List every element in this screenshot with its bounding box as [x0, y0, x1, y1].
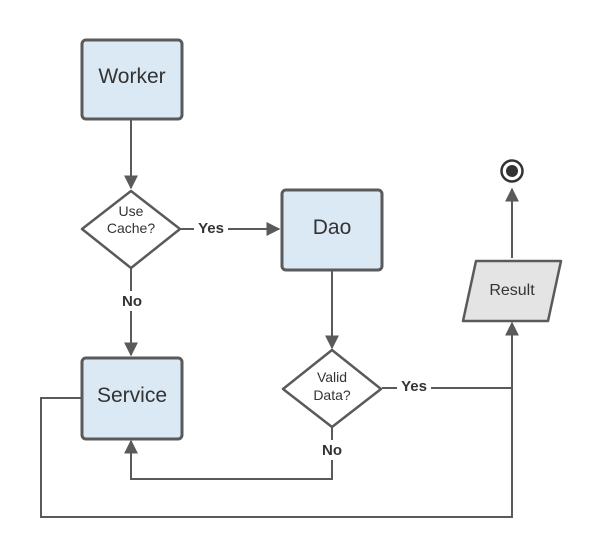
dao-node: Dao — [280, 188, 384, 272]
valid-data-no-label: No — [322, 442, 342, 459]
worker-label: Worker — [98, 65, 165, 88]
valid-data-yes-label-group: Yes — [397, 376, 431, 396]
valid-data-decision: Valid Data? — [281, 348, 383, 429]
use-cache-decision: Use Cache? — [80, 189, 182, 270]
service-node: Service — [80, 356, 184, 441]
valid-data-label-line2: Data? — [313, 387, 351, 403]
connectors — [40, 120, 519, 518]
edge-service-to-result — [40, 323, 513, 518]
use-cache-yes-label: Yes — [198, 220, 224, 237]
service-label: Service — [97, 384, 167, 407]
valid-data-label-line1: Valid — [317, 369, 347, 385]
valid-data-no-label-group: No — [317, 440, 347, 460]
use-cache-yes-label-group: Yes — [194, 218, 228, 238]
result-node: Result — [461, 259, 563, 323]
worker-node: Worker — [80, 38, 184, 121]
dao-label: Dao — [313, 216, 352, 239]
use-cache-no-label: No — [122, 293, 142, 310]
valid-data-yes-label: Yes — [401, 378, 427, 395]
use-cache-no-label-group: No — [117, 291, 147, 311]
end-terminal-icon — [500, 159, 524, 183]
use-cache-label-line1: Use — [119, 203, 144, 219]
use-cache-label-line2: Cache? — [107, 220, 155, 236]
result-label: Result — [489, 282, 535, 299]
